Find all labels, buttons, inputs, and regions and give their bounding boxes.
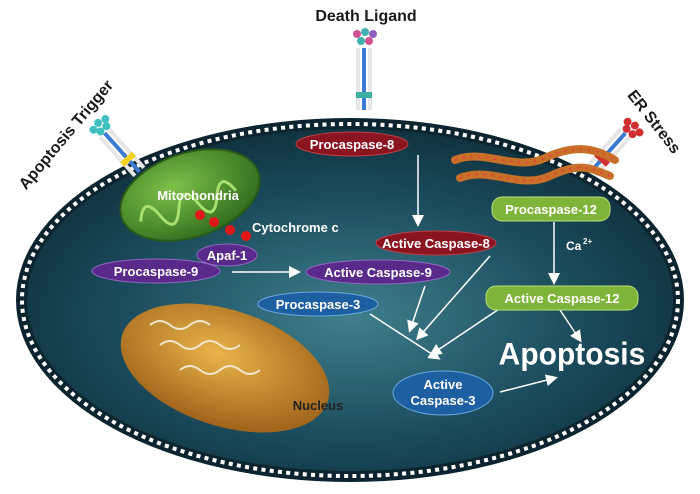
svg-text:Apaf-1: Apaf-1 bbox=[207, 248, 247, 263]
mitochondria-label: Mitochondria bbox=[157, 188, 239, 203]
arrow-ac3-to-apoptosis bbox=[499, 374, 558, 393]
death-receptor-icon bbox=[353, 28, 377, 110]
active-caspase-3-node: Active Caspase-3 bbox=[392, 370, 494, 416]
cell-membrane bbox=[20, 122, 680, 478]
svg-text:Procaspase-8: Procaspase-8 bbox=[310, 137, 395, 152]
arrow-ac8-to-ac3 bbox=[416, 255, 491, 341]
svg-text:Active Caspase-8: Active Caspase-8 bbox=[382, 236, 490, 251]
nucleus-label: Nucleus bbox=[293, 398, 344, 413]
svg-text:Active Caspase-9: Active Caspase-9 bbox=[324, 265, 432, 280]
mitochondria-icon bbox=[119, 148, 261, 242]
calcium-label: Ca 2+ bbox=[566, 237, 592, 253]
death-ligand-label: Death Ligand bbox=[315, 8, 416, 25]
svg-text:Procaspase-3: Procaspase-3 bbox=[276, 297, 361, 312]
endoplasmic-reticulum-icon bbox=[451, 145, 619, 185]
apaf-1-node: Apaf-1 bbox=[196, 243, 258, 267]
svg-text:2+: 2+ bbox=[583, 237, 592, 246]
procaspase-8-node: Procaspase-8 bbox=[295, 131, 409, 157]
procaspase-3-node: Procaspase-3 bbox=[257, 291, 379, 317]
arrow-ac9-to-ac3 bbox=[407, 285, 426, 333]
cytochrome-c-dots bbox=[195, 210, 251, 241]
svg-text:Procaspase-9: Procaspase-9 bbox=[114, 264, 199, 279]
svg-text:Procaspase-12: Procaspase-12 bbox=[505, 202, 597, 217]
svg-text:Ca: Ca bbox=[566, 239, 582, 253]
procaspase-9-node: Procaspase-9 bbox=[91, 258, 221, 284]
apoptosis-outcome-label: Apoptosis bbox=[499, 336, 646, 372]
pathway-arrows bbox=[232, 155, 582, 393]
procaspase-12-node: Procaspase-12 bbox=[491, 196, 611, 222]
svg-text:Active Caspase-12: Active Caspase-12 bbox=[505, 291, 620, 306]
active-caspase-8-node: Active Caspase-8 bbox=[375, 230, 497, 256]
arrow-p3-to-ac3 bbox=[369, 313, 441, 360]
arrow-ac12-to-apoptosis bbox=[559, 309, 582, 343]
er-stress-label: ER Stress bbox=[624, 87, 684, 157]
svg-text:Active: Active bbox=[423, 377, 462, 392]
arrow-ac12-to-ac3 bbox=[429, 304, 506, 356]
active-caspase-12-node: Active Caspase-12 bbox=[485, 285, 639, 311]
trigger-receptor-icon bbox=[89, 115, 146, 178]
cytochrome-c-label: Cytochrome c bbox=[252, 220, 339, 235]
svg-text:Caspase-3: Caspase-3 bbox=[410, 393, 475, 408]
nucleus-icon bbox=[120, 303, 330, 433]
active-caspase-9-node: Active Caspase-9 bbox=[305, 259, 451, 285]
